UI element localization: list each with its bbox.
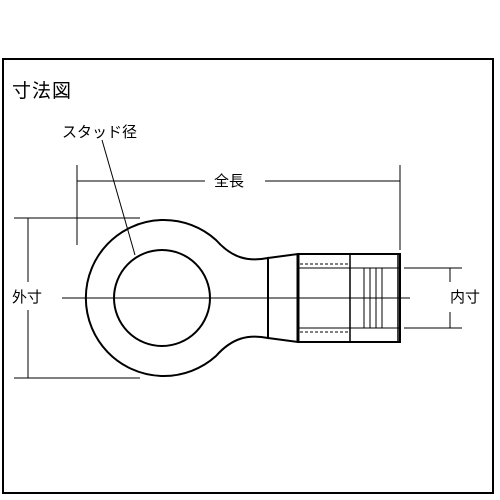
inner-dimension-label: 内寸	[450, 288, 480, 306]
diagram-title: 寸法図	[12, 80, 73, 102]
total-length-label: 全長	[214, 172, 244, 190]
stud-diameter-leader	[101, 139, 136, 256]
stud-diameter-label: スタッド径	[62, 123, 137, 141]
outer-dimension-label: 外寸	[12, 288, 42, 306]
